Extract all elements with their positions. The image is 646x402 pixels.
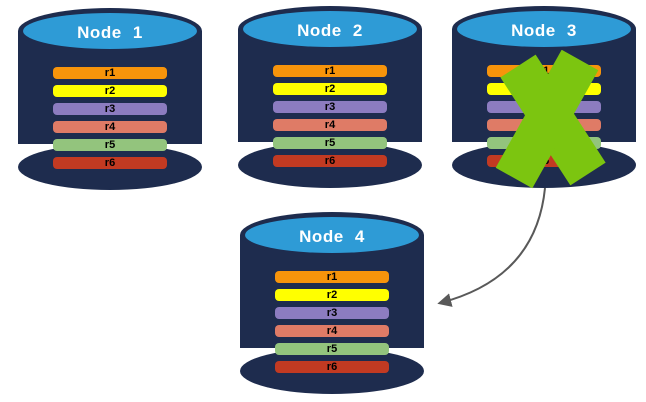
cylinder-top [245, 217, 419, 253]
row-r4: r4 [275, 325, 389, 337]
row-r5: r5 [273, 137, 387, 149]
cylinder-top [23, 13, 197, 49]
row-r1: r1 [275, 271, 389, 283]
row-stack: r1 r2 r3 r4 r5 r6 [53, 67, 167, 175]
row-r2: r2 [53, 85, 167, 97]
node-4: Node 4 r1 r2 r3 r4 r5 r6 [240, 212, 424, 394]
failure-x-icon [495, 50, 606, 189]
cylinder-top-rim [18, 8, 202, 54]
node-title: Node 1 [77, 23, 143, 42]
row-r4: r4 [273, 119, 387, 131]
row-r5: r5 [53, 139, 167, 151]
row-r5: r5 [275, 343, 389, 355]
row-r3: r3 [275, 307, 389, 319]
node-title: Node 4 [299, 227, 365, 246]
failure-x-stroke [495, 50, 599, 189]
node-1: Node 1 r1 r2 r3 r4 r5 r6 [18, 8, 202, 190]
row-r3: r3 [53, 103, 167, 115]
row-r4: r4 [53, 121, 167, 133]
replication-arrow [437, 187, 546, 307]
row-r6: r6 [273, 155, 387, 167]
row-stack: r1 r2 r3 r4 r5 r6 [273, 65, 387, 173]
node-2: Node 2 r1 r2 r3 r4 r5 r6 [238, 6, 422, 188]
cylinder-top-rim [240, 212, 424, 258]
cylinder-top [243, 11, 417, 47]
row-r1: r1 [273, 65, 387, 77]
cylinder-top-rim [452, 6, 636, 52]
cylinder-top-rim [238, 6, 422, 52]
row-r1: r1 [53, 67, 167, 79]
node-title: Node 2 [297, 21, 363, 40]
row-r3: r3 [273, 101, 387, 113]
row-r2: r2 [275, 289, 389, 301]
node-title: Node 3 [511, 21, 577, 40]
row-stack: r1 r2 r3 r4 r5 r6 [275, 271, 389, 379]
row-r6: r6 [275, 361, 389, 373]
row-r6: r6 [53, 157, 167, 169]
arrow-curve [437, 187, 546, 307]
row-r2: r2 [273, 83, 387, 95]
cylinder-top [457, 11, 631, 47]
